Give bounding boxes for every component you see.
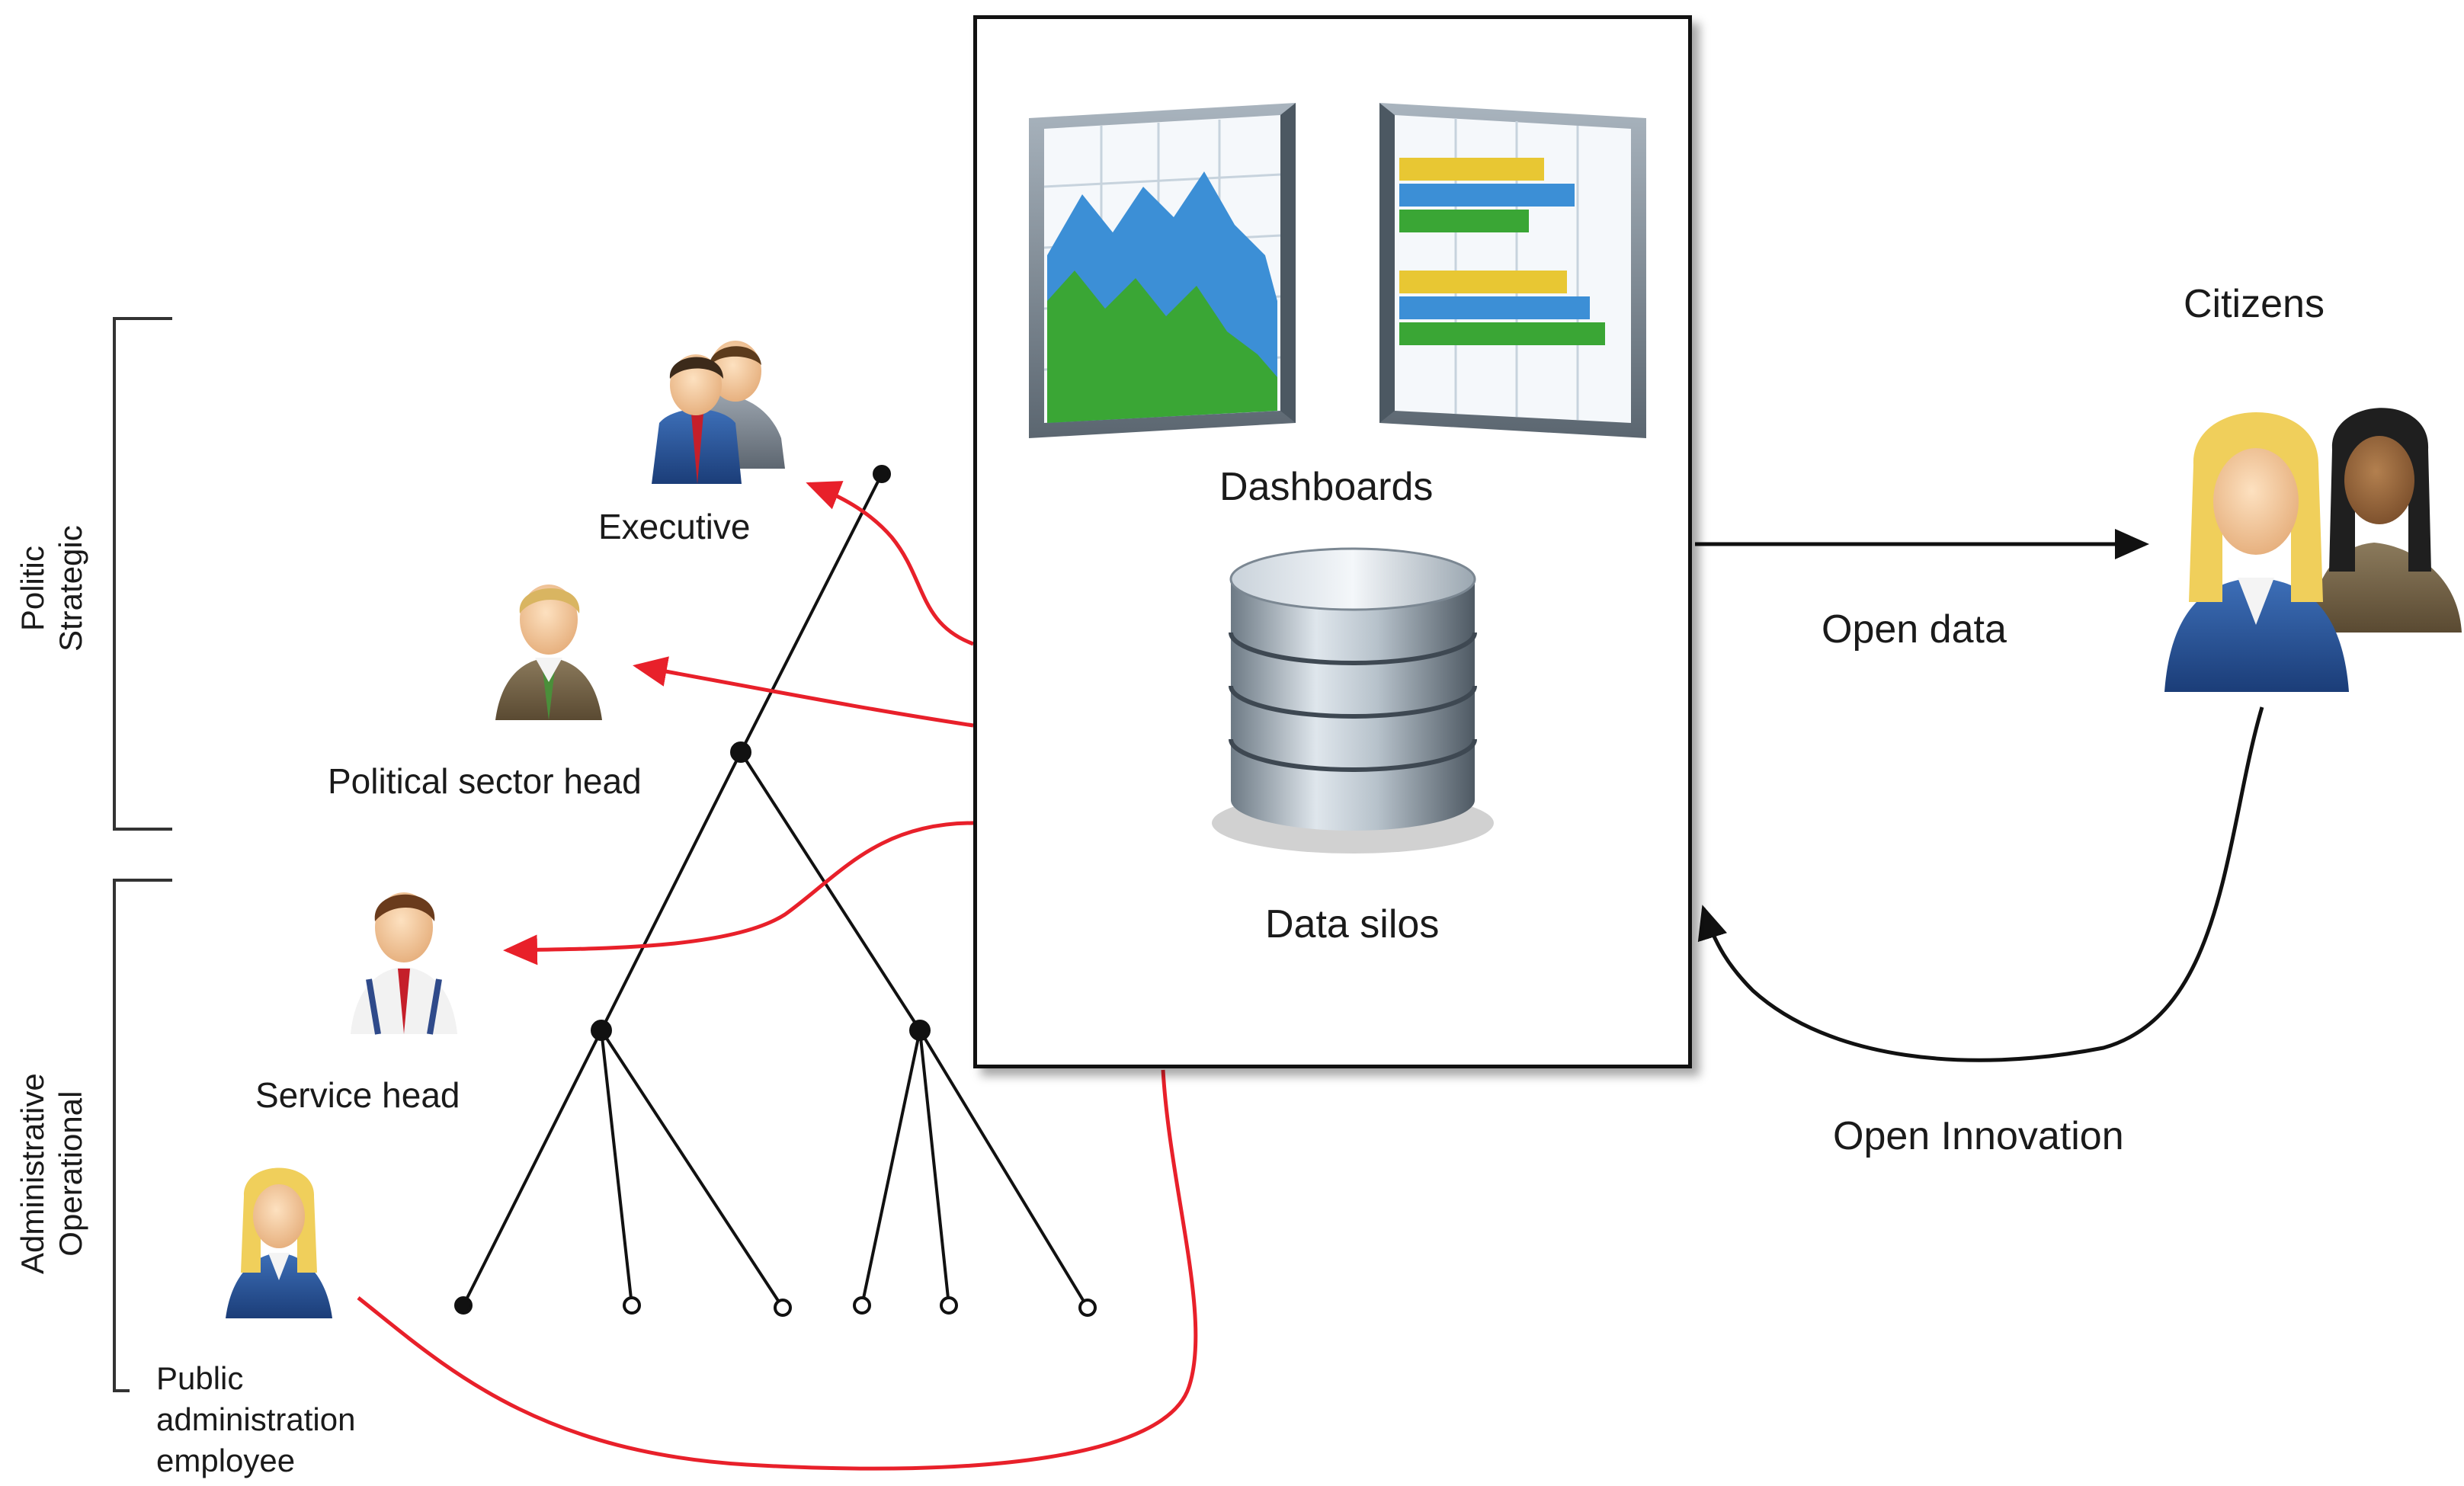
tree-node-level-2-right — [909, 1020, 931, 1041]
employee-label-line: administration — [156, 1401, 356, 1437]
open-innovation-label: Open Innovation — [1833, 1114, 2124, 1158]
strategic-group-label: Politic Strategic — [14, 525, 89, 652]
data-flow-to-roles — [357, 481, 1198, 1471]
group-label-line: Operational — [52, 1090, 88, 1257]
employee-label-line: Public — [156, 1360, 244, 1396]
service-head-label: Service head — [255, 1075, 460, 1115]
flow-arrow-political-sector-head — [633, 656, 974, 728]
businessman-icon — [495, 584, 602, 720]
operational-bracket — [113, 879, 172, 1392]
manager-icon — [351, 892, 457, 1035]
group-label-line: Strategic — [52, 525, 88, 652]
tree-leaf — [940, 1296, 958, 1315]
group-label-line: Politic — [14, 546, 50, 632]
flow-arrow-service-head — [503, 821, 974, 966]
open-data-label: Open data — [1822, 607, 2007, 652]
flow-arrow-executive — [806, 481, 974, 646]
group-label-line: Administrative — [14, 1073, 50, 1274]
tree-nodes — [454, 465, 1097, 1317]
tree-leaf — [1078, 1299, 1097, 1317]
hierarchy-tree — [462, 473, 1089, 1309]
executive-label: Executive — [598, 507, 751, 546]
business-people-icon — [652, 341, 785, 484]
flow-employee-to-platform — [357, 1069, 1198, 1471]
tree-leaf — [454, 1296, 473, 1315]
tree-node-level-2-left — [591, 1020, 612, 1041]
tree-leaf — [774, 1299, 792, 1317]
female-employee-icon — [226, 1167, 332, 1318]
citizens-label: Citizens — [2184, 282, 2325, 326]
data-silos-label: Data silos — [1265, 902, 1440, 946]
tree-node-level-1 — [730, 741, 751, 763]
citizens-group-icon — [2164, 408, 2462, 692]
open-innovation-arrow — [1697, 706, 2264, 1062]
tree-leaf — [853, 1296, 871, 1315]
tree-node-root — [873, 465, 891, 483]
political-sector-head-label: Political sector head — [328, 761, 642, 801]
employee-label-line: employee — [156, 1442, 296, 1478]
employee-label: Public administration employee — [156, 1358, 400, 1481]
tree-leaf — [623, 1296, 641, 1315]
strategic-bracket — [113, 317, 172, 831]
operational-group-label: Administrative Operational — [14, 1073, 89, 1274]
dashboards-label: Dashboards — [1219, 465, 1434, 509]
